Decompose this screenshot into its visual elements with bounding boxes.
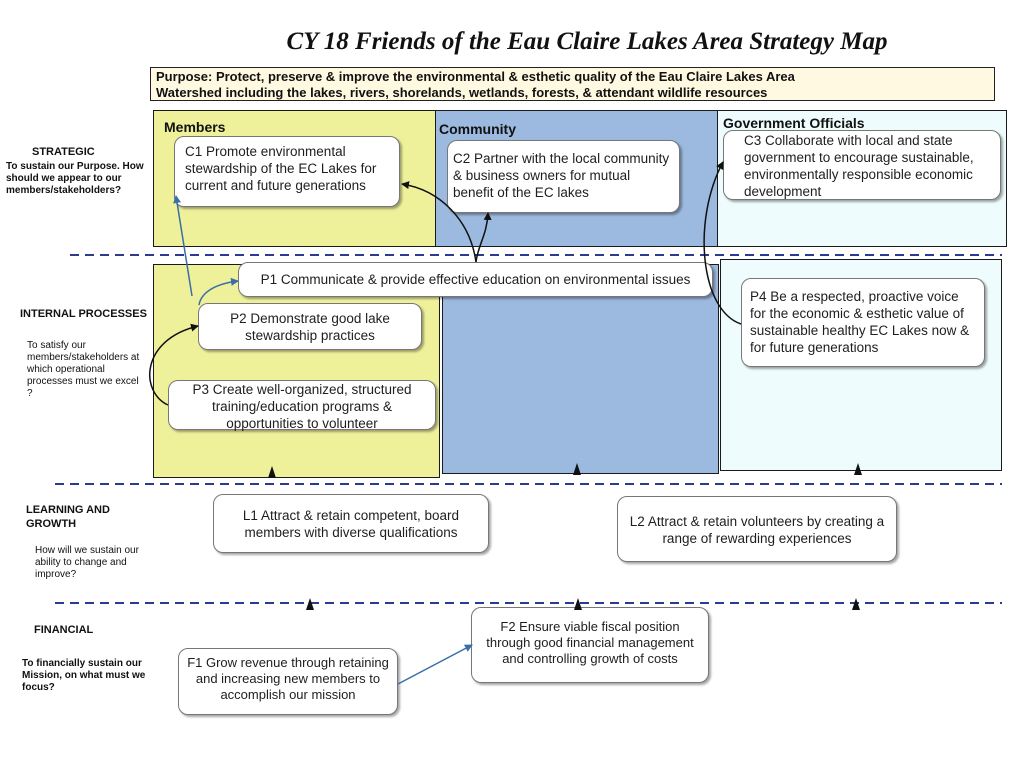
members-column-header: Members bbox=[164, 119, 226, 135]
financial-question: To financially sustain our Mission, on w… bbox=[22, 658, 146, 693]
community-column-header: Community bbox=[439, 121, 516, 137]
objective-l2: L2 Attract & retain volunteers by creati… bbox=[617, 496, 897, 562]
up-arrow-learning-left bbox=[306, 598, 314, 610]
purpose-line-1: Purpose: Protect, preserve & improve the… bbox=[156, 69, 795, 84]
purpose-statement: Purpose: Protect, preserve & improve the… bbox=[150, 67, 995, 101]
objective-c2: C2 Partner with the local community & bu… bbox=[447, 140, 680, 213]
objective-f2: F2 Ensure viable fiscal position through… bbox=[471, 607, 709, 683]
objective-l1: L1 Attract & retain competent, board mem… bbox=[213, 494, 489, 553]
objective-c3: C3 Collaborate with local and state gove… bbox=[723, 130, 1001, 200]
strategic-question: To sustain our Purpose. How should we ap… bbox=[6, 161, 144, 196]
up-arrow-learning-right bbox=[852, 598, 860, 610]
objective-c1: C1 Promote environmental stewardship of … bbox=[174, 136, 400, 207]
learning-growth-question: How will we sustain our ability to chang… bbox=[35, 545, 139, 580]
financial-label: FINANCIAL bbox=[34, 624, 94, 636]
objective-p2: P2 Demonstrate good lake stewardship pra… bbox=[198, 303, 422, 350]
objective-p3: P3 Create well-organized, structured tra… bbox=[168, 380, 436, 431]
objective-p4: P4 Be a respected, proactive voice for t… bbox=[741, 278, 985, 367]
diagram-title: CY 18 Friends of the Eau Claire Lakes Ar… bbox=[286, 28, 888, 55]
internal-processes-question: To satisfy our members/stakeholders at w… bbox=[27, 340, 140, 399]
internal-processes-label: INTERNAL PROCESSES bbox=[20, 308, 147, 320]
purpose-line-2: Watershed including the lakes, rivers, s… bbox=[156, 85, 768, 100]
learning-growth-label-1: LEARNING AND bbox=[26, 504, 110, 516]
objective-f1: F1 Grow revenue through retaining and in… bbox=[178, 648, 398, 715]
arrow-f1-to-f2 bbox=[397, 644, 473, 685]
government-column-header: Government Officials bbox=[723, 115, 865, 131]
objective-p1: P1 Communicate & provide effective educa… bbox=[238, 262, 713, 297]
learning-growth-label-2: GROWTH bbox=[26, 518, 77, 530]
strategic-label: STRATEGIC bbox=[32, 146, 95, 158]
